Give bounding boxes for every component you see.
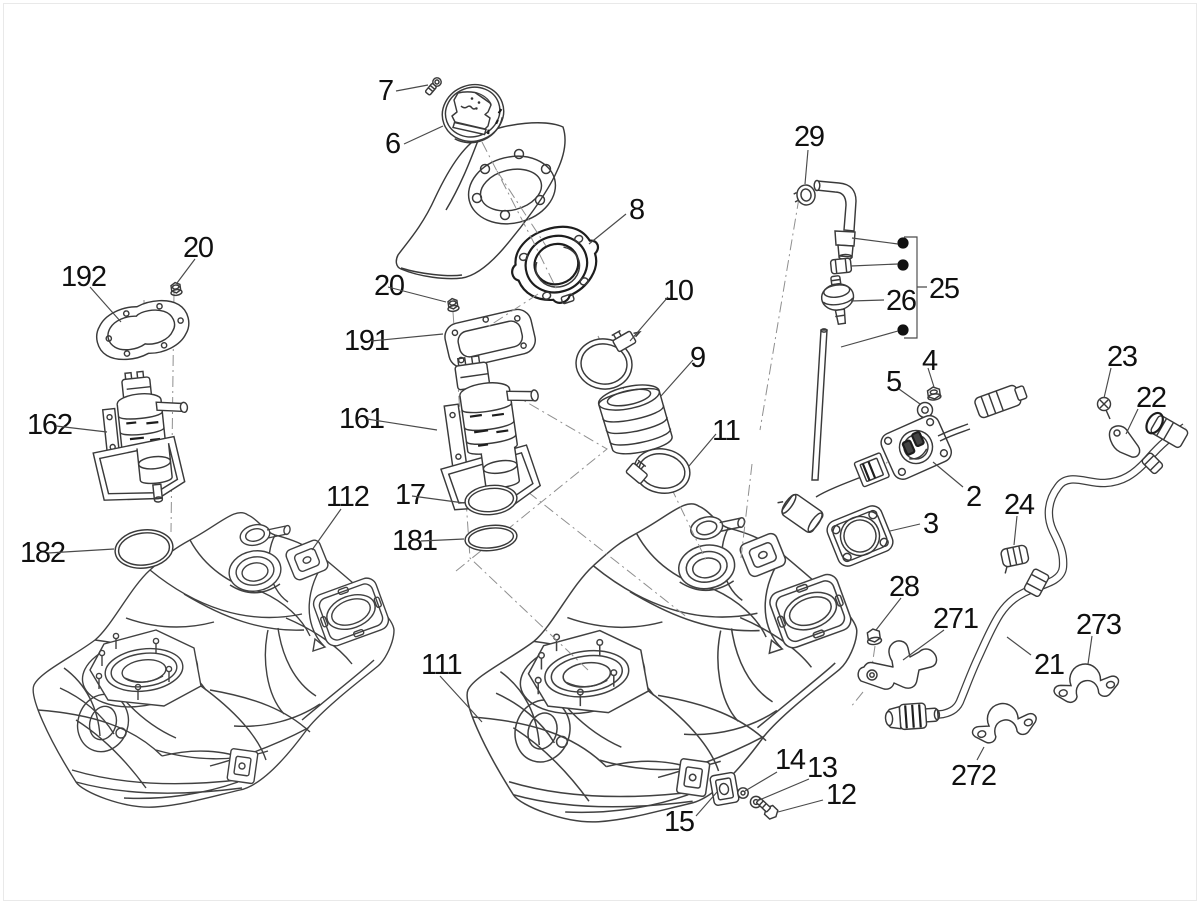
svg-text:111: 111 <box>421 649 462 681</box>
svg-text:161: 161 <box>339 403 384 435</box>
svg-text:10: 10 <box>663 275 693 307</box>
svg-text:3: 3 <box>923 508 938 540</box>
svg-text:17: 17 <box>395 479 425 511</box>
svg-text:8: 8 <box>629 194 644 226</box>
svg-text:24: 24 <box>1004 489 1035 521</box>
svg-text:12: 12 <box>826 779 856 811</box>
svg-text:13: 13 <box>807 752 837 784</box>
svg-text:15: 15 <box>664 806 694 838</box>
svg-text:273: 273 <box>1076 609 1121 641</box>
svg-text:28: 28 <box>889 571 919 603</box>
svg-text:7: 7 <box>378 75 393 107</box>
svg-text:14: 14 <box>775 744 806 776</box>
svg-text:182: 182 <box>20 537 65 569</box>
svg-text:2: 2 <box>966 481 981 513</box>
svg-text:25: 25 <box>929 273 959 305</box>
svg-text:6: 6 <box>385 128 400 160</box>
svg-text:11: 11 <box>712 415 740 447</box>
svg-text:29: 29 <box>794 121 824 153</box>
svg-text:23: 23 <box>1107 341 1137 373</box>
svg-text:9: 9 <box>690 342 705 374</box>
svg-text:26: 26 <box>886 285 916 317</box>
svg-text:192: 192 <box>61 261 106 293</box>
svg-text:191: 191 <box>344 325 389 357</box>
svg-text:21: 21 <box>1034 649 1064 681</box>
svg-text:271: 271 <box>933 603 978 635</box>
svg-text:112: 112 <box>326 481 369 513</box>
svg-text:4: 4 <box>922 345 938 377</box>
svg-text:20: 20 <box>374 270 404 302</box>
svg-text:22: 22 <box>1136 382 1166 414</box>
svg-text:272: 272 <box>951 760 996 792</box>
svg-text:162: 162 <box>27 409 72 441</box>
svg-text:20: 20 <box>183 232 213 264</box>
svg-text:5: 5 <box>886 366 901 398</box>
